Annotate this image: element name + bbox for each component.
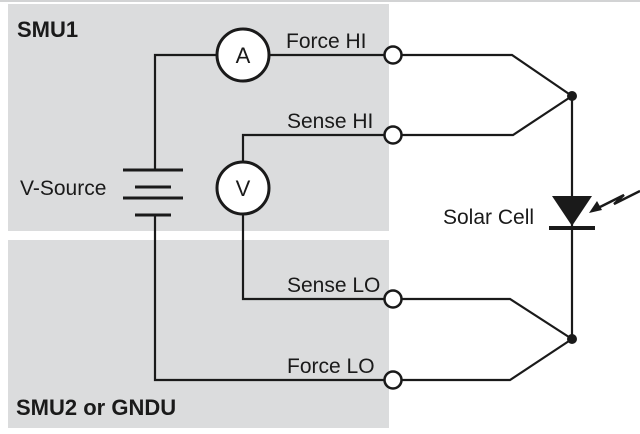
v-source-label: V-Source [20, 177, 106, 200]
sense-wire [241, 133, 393, 301]
force-hi-label: Force HI [286, 30, 367, 53]
light-arrow-icon [589, 189, 640, 213]
force-lo-lead [393, 338, 573, 382]
sense-hi-label: Sense HI [287, 110, 373, 133]
force-hi-wire [153, 53, 393, 170]
solar-cell-diode-icon [549, 196, 595, 230]
force-lo-wire [153, 215, 393, 382]
junction-dot-top [567, 91, 577, 101]
battery-icon [123, 168, 183, 217]
force-hi-lead [393, 53, 573, 97]
smu1-box [8, 4, 389, 231]
sense-hi-lead [393, 95, 573, 137]
sense-hi-terminal [383, 125, 403, 145]
sense-lo-terminal [383, 289, 403, 309]
force-hi-terminal [383, 45, 403, 65]
smu2-label: SMU2 or GNDU [16, 395, 176, 420]
voltmeter-icon: V [215, 160, 271, 216]
force-lo-label: Force LO [287, 355, 375, 378]
ammeter-icon: A [215, 27, 271, 83]
ammeter-letter: A [236, 43, 251, 68]
solar-cell-label: Solar Cell [443, 206, 534, 229]
force-lo-terminal [383, 370, 403, 390]
sense-lo-label: Sense LO [287, 274, 380, 297]
sense-lo-lead [393, 297, 573, 340]
smu1-label: SMU1 [17, 17, 78, 42]
top-edge-line [0, 0, 640, 2]
smu2-box [8, 240, 389, 428]
junction-dot-bottom [567, 334, 577, 344]
voltmeter-letter: V [236, 176, 251, 201]
